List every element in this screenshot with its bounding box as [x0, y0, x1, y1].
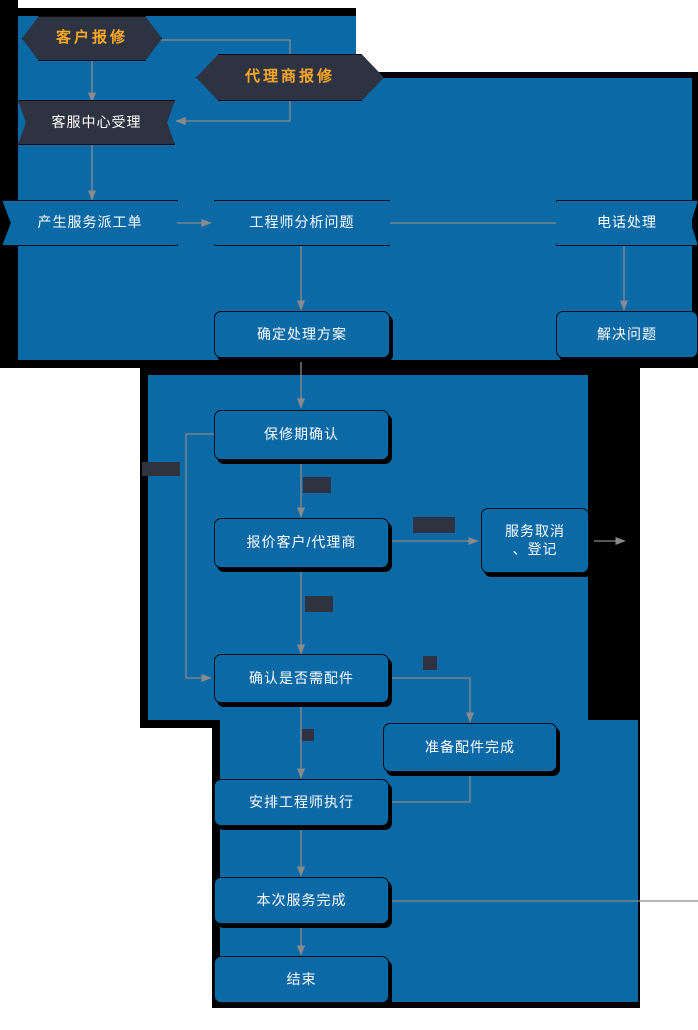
node-engineer-analyze[interactable]: 工程师分析问题: [214, 200, 390, 246]
node-label: 解决问题: [597, 325, 657, 342]
edge-n2-n3: [175, 100, 291, 126]
node-confirm-parts-needed[interactable]: 确认是否需配件: [214, 654, 389, 703]
edge-label-obscured-3: [413, 517, 455, 533]
node-label: 保修期确认: [264, 426, 339, 443]
node-label: 本次服务完成: [256, 891, 347, 908]
node-label: 客服中心受理: [51, 113, 142, 130]
node-service-complete[interactable]: 本次服务完成: [214, 877, 389, 924]
node-customer-report[interactable]: 客户报修: [22, 16, 162, 61]
node-service-center-accept[interactable]: 客服中心受理: [18, 100, 175, 145]
backdrop-notch-a: [0, 0, 18, 8]
edge-label-obscured-4: [305, 596, 333, 612]
node-label-line2: 、登记: [512, 540, 558, 557]
node-label: 报价客户/代理商: [246, 534, 357, 551]
node-quote-customer-agent[interactable]: 报价客户/代理商: [214, 518, 389, 568]
edge-n9-n12-loop: [185, 433, 214, 683]
node-label-line1: 服务取消: [505, 523, 565, 539]
node-determine-solution[interactable]: 确定处理方案: [214, 311, 390, 358]
edge-n12-n13: [389, 677, 475, 723]
edge-label-obscured-5: [423, 656, 437, 670]
edge-label-obscured-6: [302, 729, 314, 741]
node-warranty-confirm[interactable]: 保修期确认: [214, 410, 389, 460]
node-label: 产生服务派工单: [37, 214, 143, 231]
edge-label-obscured-2: [303, 477, 331, 493]
node-problem-solved[interactable]: 解决问题: [556, 311, 698, 358]
edge-label-obscured-1: [142, 462, 180, 476]
node-label: 电话处理: [597, 214, 657, 231]
node-create-dispatch-order[interactable]: 产生服务派工单: [2, 200, 178, 246]
node-label: 准备配件完成: [425, 738, 515, 755]
node-label: 结束: [286, 970, 317, 987]
node-service-cancel-register[interactable]: 服务取消 、登记: [481, 508, 589, 573]
edge-n13-n14: [389, 772, 471, 803]
node-phone-handling[interactable]: 电话处理: [556, 200, 698, 246]
node-label: 确认是否需配件: [249, 669, 354, 686]
node-label: 客户报修: [55, 29, 128, 47]
node-label: 工程师分析问题: [249, 214, 355, 231]
node-label: 确定处理方案: [257, 325, 347, 342]
node-label: 安排工程师执行: [249, 793, 354, 810]
node-parts-ready[interactable]: 准备配件完成: [383, 723, 557, 772]
node-assign-engineer[interactable]: 安排工程师执行: [214, 779, 389, 826]
node-label: 代理商报修: [244, 68, 335, 86]
node-agent-report[interactable]: 代理商报修: [196, 54, 384, 101]
node-end[interactable]: 结束: [214, 956, 389, 1003]
